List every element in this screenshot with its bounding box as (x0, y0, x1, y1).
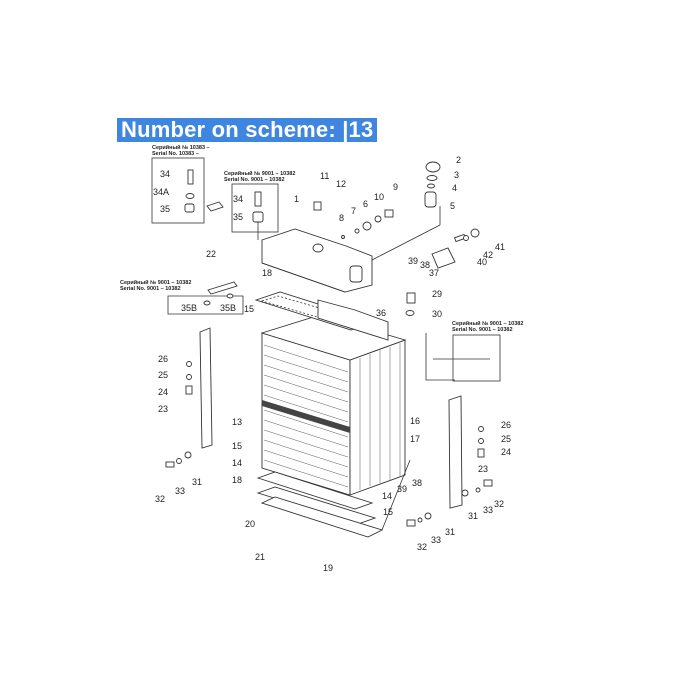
svg-text:Serial No. 9001 – 10382: Serial No. 9001 – 10382 (452, 327, 513, 333)
callout-35: 35 (160, 204, 170, 214)
callout-36: 36 (376, 308, 386, 318)
callout-31: 31 (445, 527, 455, 537)
lower-gasket (256, 471, 374, 510)
callout-11: 11 (320, 171, 329, 181)
callout-32: 32 (417, 542, 427, 552)
left-side-support (165, 327, 213, 468)
callout-25: 25 (501, 434, 511, 444)
callout-2: 2 (456, 155, 461, 165)
scheme-number-banner: Number on scheme: |13 (117, 118, 378, 142)
variant-box-serial-9001-10382-top: Серийный № 9001 – 10382 Serial No. 9001 … (224, 170, 295, 240)
top-tank (261, 206, 441, 293)
svg-text:Serial No. 10383 –: Serial No. 10383 – (152, 151, 199, 157)
svg-text:Серийный № 9001 – 10382: Серийный № 9001 – 10382 (224, 170, 295, 177)
variant-box-serial-9001-10382-left: Серийный № 9001 – 10382 Serial No. 9001 … (120, 279, 244, 315)
variant-box-serial-9001-10382-right: Серийный № 9001 – 10382 Serial No. 9001 … (425, 320, 523, 382)
callout-25: 25 (158, 370, 168, 380)
callout-42: 42 (483, 250, 493, 260)
callout-15: 15 (232, 441, 242, 451)
callout-37: 37 (429, 268, 439, 278)
callout-6: 6 (363, 199, 368, 209)
svg-text:Serial No. 9001 – 10382: Serial No. 9001 – 10382 (120, 286, 181, 292)
callout-39: 39 (397, 484, 407, 494)
callout-14: 14 (382, 491, 392, 501)
callout-13: 13 (232, 417, 242, 427)
callout-8: 8 (339, 213, 344, 223)
callout-35B: 35B (181, 303, 197, 313)
callout-38: 38 (412, 478, 422, 488)
svg-text:Серийный № 10383 –: Серийный № 10383 – (152, 144, 210, 151)
callout-40: 40 (477, 257, 487, 267)
svg-text:Serial No. 9001 – 10382: Serial No. 9001 – 10382 (224, 177, 285, 183)
callout-1: 1 (294, 194, 299, 204)
right-side-support (406, 395, 493, 527)
svg-text:Серийный № 9001 – 10382: Серийный № 9001 – 10382 (452, 320, 523, 327)
callout-18: 18 (232, 475, 242, 485)
callout-10: 10 (374, 192, 384, 202)
callout-32: 32 (494, 499, 504, 509)
callout-19: 19 (323, 563, 333, 573)
callout-4: 4 (452, 183, 457, 193)
callout-38: 38 (420, 260, 430, 270)
callout-31: 31 (192, 477, 202, 487)
callout-31: 31 (468, 511, 478, 521)
callout-23: 23 (158, 404, 168, 414)
callout-18: 18 (262, 268, 272, 278)
callout-35: 35 (233, 212, 243, 222)
callout-26: 26 (501, 420, 511, 430)
filler-cap-parts (313, 161, 441, 239)
callout-15: 15 (383, 507, 393, 517)
callout-24: 24 (158, 387, 168, 397)
callout-23: 23 (478, 464, 488, 474)
callout-29: 29 (432, 289, 442, 299)
callout-33: 33 (175, 486, 185, 496)
callout-26: 26 (158, 354, 168, 364)
callout-34: 34 (233, 194, 243, 204)
callout-21: 21 (255, 552, 265, 562)
callout-32: 32 (155, 494, 165, 504)
callout-5: 5 (450, 201, 455, 211)
callout-labels: 1234567891011121314141515151617181819202… (153, 155, 511, 573)
callout-14: 14 (232, 458, 242, 468)
callout-33: 33 (483, 505, 493, 515)
callout-16: 16 (410, 416, 420, 426)
callout-3: 3 (454, 170, 459, 180)
callout-34: 34 (160, 169, 170, 179)
callout-24: 24 (501, 447, 511, 457)
callout-17: 17 (410, 434, 420, 444)
callout-35B: 35B (220, 303, 236, 313)
callout-41: 41 (495, 242, 505, 252)
callout-34A: 34A (153, 187, 169, 197)
mounting-bracket (405, 228, 480, 316)
callout-7: 7 (351, 206, 356, 216)
callout-15: 15 (244, 304, 254, 314)
callout-22: 22 (206, 249, 216, 259)
variant-box-serial-10383: Серийный № 10383 – Serial No. 10383 – (151, 144, 224, 224)
radiator-core (260, 314, 407, 496)
callout-12: 12 (336, 179, 346, 189)
callout-33: 33 (431, 535, 441, 545)
callout-39: 39 (408, 256, 418, 266)
svg-text:Серийный № 9001 – 10382: Серийный № 9001 – 10382 (120, 279, 191, 286)
callout-20: 20 (245, 519, 255, 529)
callout-9: 9 (393, 182, 398, 192)
callout-30: 30 (432, 309, 442, 319)
